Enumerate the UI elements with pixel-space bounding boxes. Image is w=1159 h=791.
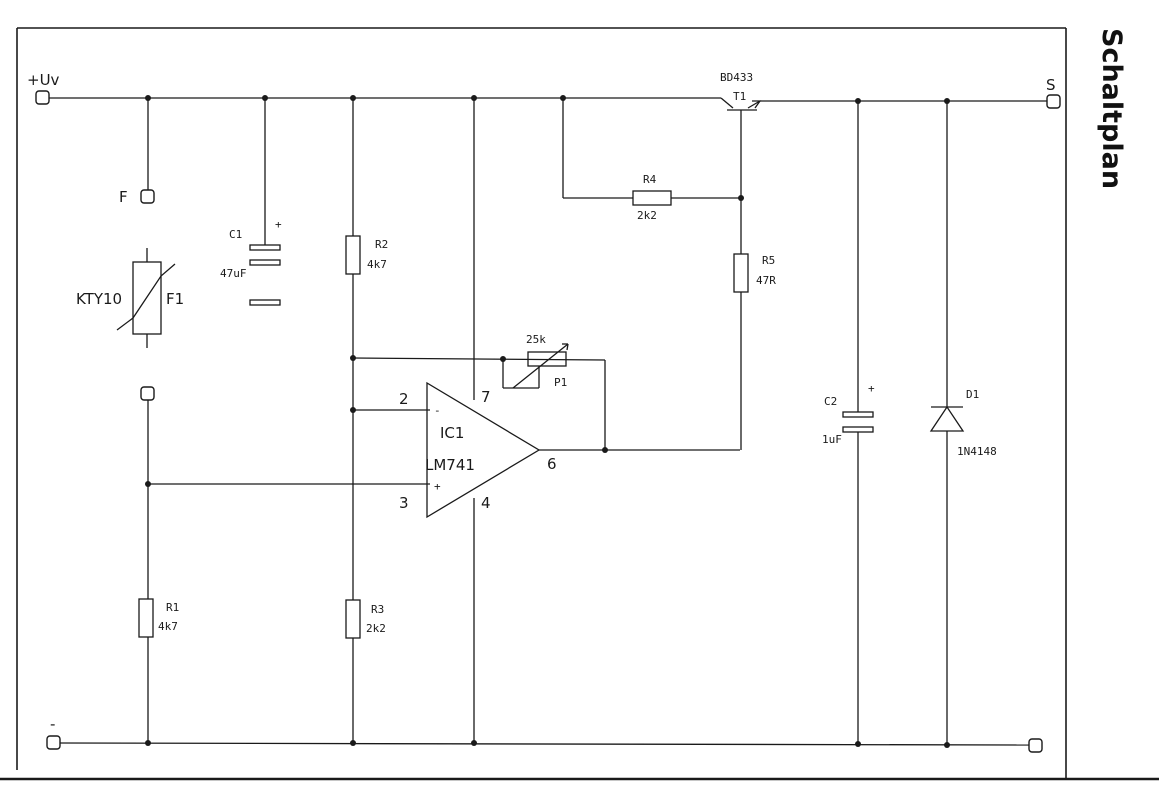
p1-ref: P1 bbox=[554, 376, 567, 389]
r2-ref: R2 bbox=[375, 238, 388, 251]
r2-value: 4k7 bbox=[367, 258, 387, 271]
r4-ref: R4 bbox=[643, 173, 657, 186]
r4-resistor: R4 2k2 bbox=[562, 98, 741, 222]
terminal-sensor-label: F bbox=[119, 188, 128, 206]
r2-resistor: R2 4k7 bbox=[345, 235, 388, 275]
c2-capacitor: + C2 1uF bbox=[822, 101, 875, 744]
c2-polarity: + bbox=[868, 382, 875, 395]
sensor-ref-label: F1 bbox=[166, 290, 184, 308]
c1-polarity: + bbox=[275, 218, 282, 231]
ic1-ref: IC1 bbox=[440, 424, 464, 442]
p1-potentiometer: 25k P1 bbox=[502, 333, 606, 450]
terminal-ground-output bbox=[1028, 738, 1043, 753]
r1-resistor: R1 4k7 bbox=[138, 598, 179, 638]
c2-value: 1uF bbox=[822, 433, 842, 446]
d1-part: 1N4148 bbox=[957, 445, 997, 458]
d1-ref: D1 bbox=[966, 388, 979, 401]
p1-value: 25k bbox=[526, 333, 546, 346]
ic1-pin-inv: 2 bbox=[399, 390, 409, 408]
sensor-type-label: KTY10 bbox=[76, 290, 122, 308]
r5-value: 47R bbox=[756, 274, 776, 287]
c2-ref: C2 bbox=[824, 395, 837, 408]
c1-capacitor: + C1 47uF bbox=[220, 98, 282, 306]
ic1-pin-noninv: 3 bbox=[399, 494, 409, 512]
page-title-text: Schaltplan bbox=[1096, 28, 1127, 190]
ic1-pin-out: 6 bbox=[547, 455, 557, 473]
ic1-part: LM741 bbox=[425, 456, 475, 474]
ic1-noninv-sign: + bbox=[434, 480, 441, 493]
kty10-sensor: KTY10 F1 bbox=[76, 248, 184, 348]
r1-value: 4k7 bbox=[158, 620, 178, 633]
terminal-ground-minus: - bbox=[46, 715, 61, 750]
sensor-branch bbox=[147, 98, 430, 743]
page-border bbox=[0, 27, 1159, 781]
r4-value: 2k2 bbox=[637, 209, 657, 222]
terminal-sensor: F bbox=[119, 188, 155, 206]
terminal-supply-plus-label: +Uv bbox=[27, 71, 60, 89]
r1-ref: R1 bbox=[166, 601, 179, 614]
c1-value: 47uF bbox=[220, 267, 247, 280]
t1-ref: T1 bbox=[733, 90, 746, 103]
terminal-ground-minus-label: - bbox=[50, 715, 55, 733]
page-title: Schaltplan bbox=[1095, 28, 1135, 198]
c1-ref: C1 bbox=[229, 228, 242, 241]
terminal-supply-plus: +Uv bbox=[27, 71, 60, 105]
terminal-switch-output-label: S bbox=[1046, 76, 1056, 94]
terminal-switch-output: S bbox=[1046, 76, 1061, 109]
ic1-pin-vplus: 7 bbox=[481, 388, 491, 406]
ic1-pin-vminus: 4 bbox=[481, 494, 491, 512]
r3-ref: R3 bbox=[371, 603, 384, 616]
t1-part: BD433 bbox=[720, 71, 753, 84]
divider-branch bbox=[352, 98, 606, 743]
junction-dots bbox=[145, 95, 950, 748]
r5-resistor: R5 47R bbox=[733, 198, 776, 450]
t1-transistor: BD433 T1 bbox=[720, 71, 762, 198]
r3-resistor: R3 2k2 bbox=[345, 599, 386, 639]
ic1-opamp: 2 3 7 4 6 - + IC1 LM741 bbox=[399, 98, 740, 743]
terminal-sensor-return bbox=[140, 386, 155, 401]
ground-rail bbox=[59, 742, 1030, 746]
supply-rail bbox=[49, 97, 1047, 102]
d1-diode: D1 1N4148 bbox=[929, 101, 997, 745]
r3-value: 2k2 bbox=[366, 622, 386, 635]
r5-ref: R5 bbox=[762, 254, 775, 267]
ic1-inv-sign: - bbox=[434, 404, 441, 417]
